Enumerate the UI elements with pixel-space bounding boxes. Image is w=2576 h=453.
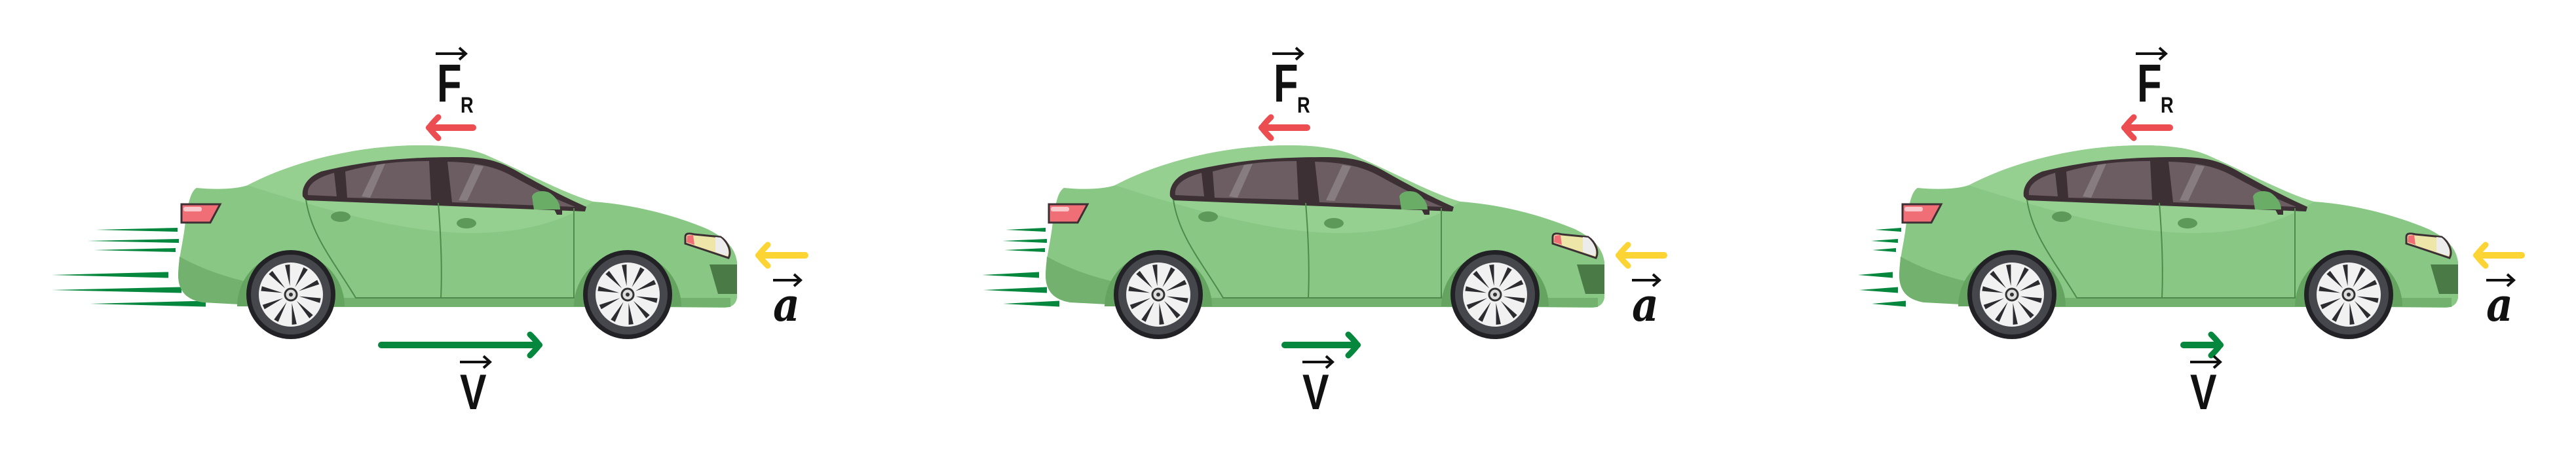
speed-line <box>1871 239 1898 243</box>
velocity-label: V <box>1302 365 1329 420</box>
speed-line <box>52 287 181 293</box>
force-label: F <box>1274 53 1298 113</box>
resultant-force-arrow <box>2121 114 2173 141</box>
force-subscript: R <box>2161 92 2174 118</box>
vector-arrow-icon <box>460 355 492 369</box>
vector-arrow-icon <box>1632 273 1661 287</box>
force-subscript: R <box>461 92 474 118</box>
acceleration-label: a <box>773 278 800 332</box>
speed-lines <box>982 228 1059 307</box>
velocity-label: V <box>460 365 487 420</box>
speed-line <box>94 248 176 252</box>
speed-lines <box>1858 228 1906 307</box>
speed-line <box>96 228 178 232</box>
vector-arrow-icon <box>1272 46 1304 61</box>
speed-line <box>1006 228 1046 232</box>
velocity-label: V <box>2190 365 2217 420</box>
acceleration-arrow <box>1615 242 1667 269</box>
speed-line <box>1858 272 1893 278</box>
speed-line <box>1859 287 1898 293</box>
vector-arrow-icon <box>2190 355 2222 369</box>
speed-line <box>87 239 179 243</box>
car-illustration <box>1046 145 1604 339</box>
car-illustration <box>1899 145 2458 339</box>
acceleration-arrow <box>755 242 808 269</box>
car-illustration <box>178 145 737 339</box>
speed-line <box>1004 248 1045 252</box>
speed-line <box>1003 300 1059 307</box>
velocity-arrow <box>2180 331 2224 359</box>
speed-line <box>1872 248 1896 252</box>
speed-lines <box>52 228 206 307</box>
acceleration-arrow <box>2472 242 2525 269</box>
speed-line <box>1875 228 1901 232</box>
speed-line <box>90 300 206 307</box>
velocity-arrow <box>378 331 543 359</box>
force-label: F <box>2137 53 2162 113</box>
speed-line <box>983 287 1047 293</box>
vector-arrow-icon <box>436 46 468 61</box>
vector-arrow-icon <box>2136 46 2168 61</box>
resultant-force-arrow <box>1258 114 1310 141</box>
force-label: F <box>437 53 462 113</box>
vector-arrow-icon <box>1302 355 1335 369</box>
velocity-arrow <box>1281 331 1361 359</box>
acceleration-label: a <box>1632 278 1659 332</box>
speed-line <box>52 272 168 278</box>
resultant-force-arrow <box>425 114 476 141</box>
speed-line <box>1002 239 1047 243</box>
acceleration-label: a <box>2486 278 2513 332</box>
speed-line <box>1872 300 1906 307</box>
speed-line <box>982 272 1039 278</box>
force-subscript: R <box>1297 92 1310 118</box>
vector-arrow-icon <box>773 273 803 287</box>
vector-arrow-icon <box>2486 273 2516 287</box>
